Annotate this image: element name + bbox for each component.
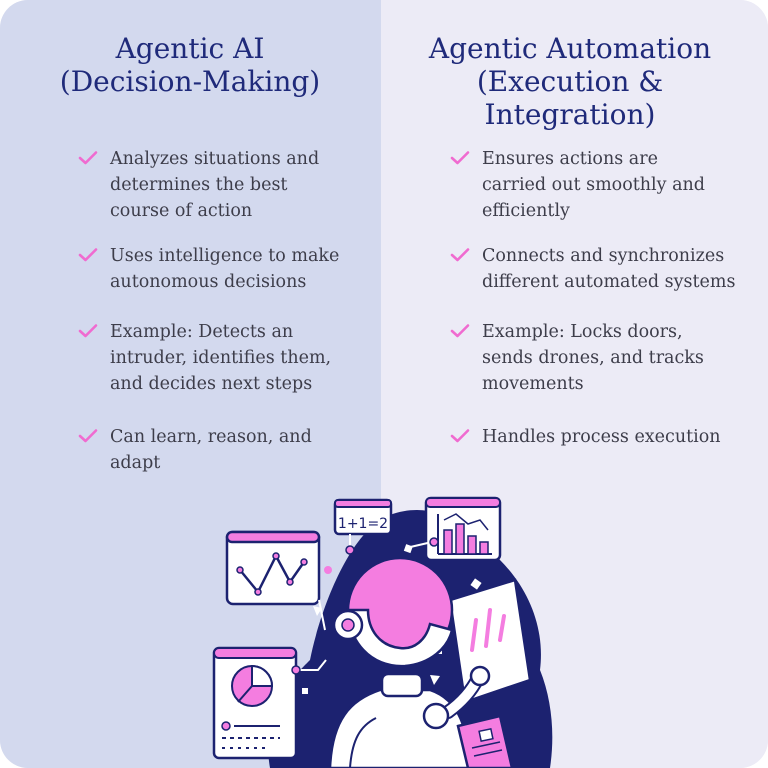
list-item-text: Can learn, reason, and adapt xyxy=(110,427,312,473)
list-item-text: Example: Detects an intruder, identifies… xyxy=(110,322,332,394)
list-item-text: Ensures actions are carried out smoothly… xyxy=(482,149,705,221)
right-title-line1: Agentic Automation xyxy=(428,32,712,65)
left-title: Agentic AI (Decision-Making) xyxy=(20,32,360,98)
check-icon xyxy=(450,248,470,262)
list-item-text: Uses intelligence to make autonomous dec… xyxy=(110,246,340,292)
check-icon xyxy=(450,324,470,338)
robot xyxy=(328,556,491,768)
left-title-line2: (Decision-Making) xyxy=(59,65,321,98)
right-title-line2: (Execution & Integration) xyxy=(476,65,664,131)
check-icon xyxy=(450,429,470,443)
robot-dashboard-illustration: 1+1=2 xyxy=(212,496,553,768)
list-item-text: Example: Locks doors, sends drones, and … xyxy=(482,322,704,394)
pie-chart-card xyxy=(212,646,327,760)
document xyxy=(456,714,514,768)
equation-card: 1+1=2 xyxy=(333,498,393,555)
check-icon xyxy=(78,324,98,338)
equation-text: 1+1=2 xyxy=(338,516,388,532)
check-icon xyxy=(78,429,98,443)
left-column: Agentic AI (Decision-Making) Analyzes si… xyxy=(0,0,381,768)
check-icon xyxy=(450,151,470,165)
list-item-text: Analyzes situations and determines the b… xyxy=(110,149,320,221)
tablet xyxy=(448,578,532,704)
list-item-text: Connects and synchronizes different auto… xyxy=(482,246,736,292)
check-icon xyxy=(78,151,98,165)
bar-chart-card xyxy=(405,496,502,562)
line-chart-card xyxy=(225,530,326,631)
check-icon xyxy=(78,248,98,262)
left-title-line1: Agentic AI xyxy=(115,32,265,65)
list-item-text: Handles process execution xyxy=(482,427,721,447)
right-title: Agentic Automation (Execution & Integrat… xyxy=(392,32,748,131)
